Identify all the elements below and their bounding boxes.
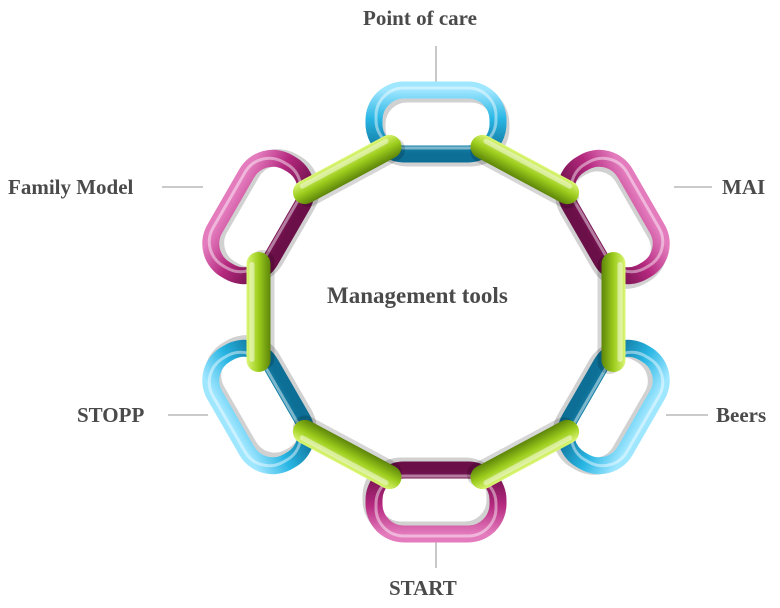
- chain-link-bottom: [362, 457, 507, 543]
- chain-connector-6: [292, 134, 406, 207]
- center-title: Management tools: [327, 283, 508, 308]
- chain-link-upper-right: [555, 149, 670, 289]
- node-label-beers: Beers: [716, 403, 767, 427]
- chain-connector-4: [292, 415, 402, 490]
- chain-link-upper-left: [202, 149, 320, 285]
- chain-connector-5: [246, 250, 275, 372]
- chain-connector-3: [466, 417, 580, 490]
- node-label-start: START: [389, 576, 457, 600]
- chain-link-top: [365, 81, 510, 167]
- node-label-stopp: STOPP: [77, 403, 145, 427]
- chain-connector-1: [470, 134, 580, 209]
- node-label-point-of-care: Point of care: [363, 6, 477, 30]
- chain-connectors: [246, 134, 626, 490]
- chain-link-lower-left: [202, 335, 317, 475]
- chain-links: [202, 81, 670, 543]
- node-label-family-model: Family Model: [8, 175, 134, 199]
- chain-link-lower-right: [552, 339, 670, 475]
- node-label-mai: MAI: [722, 175, 766, 199]
- chain-connector-2: [597, 252, 626, 374]
